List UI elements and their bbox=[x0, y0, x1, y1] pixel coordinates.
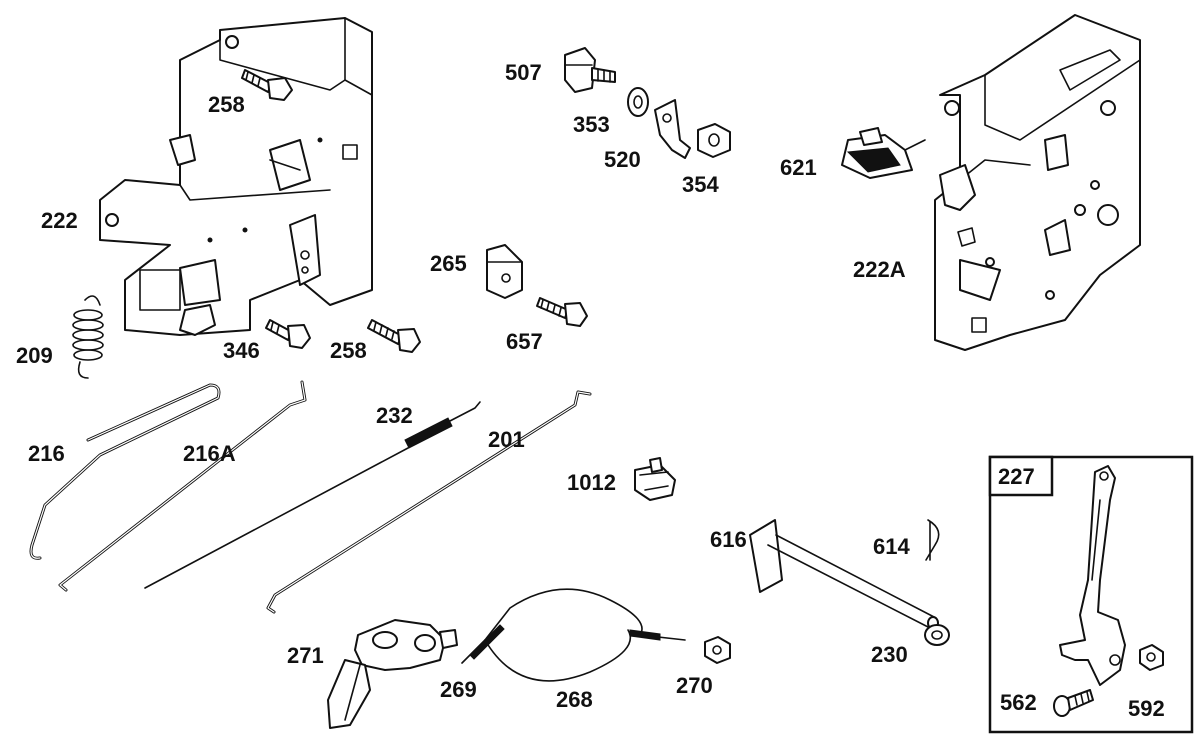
label-621: 621 bbox=[780, 155, 817, 180]
label-270: 270 bbox=[676, 673, 713, 698]
label-353: 353 bbox=[573, 112, 610, 137]
label-592: 592 bbox=[1128, 696, 1165, 721]
part-621-clip bbox=[841, 127, 926, 179]
label-616: 616 bbox=[710, 527, 747, 552]
inset-227-box bbox=[988, 455, 1194, 734]
part-353-star-washer bbox=[627, 87, 649, 117]
part-592-nut bbox=[1139, 644, 1164, 671]
label-227: 227 bbox=[998, 464, 1035, 489]
label-230: 230 bbox=[871, 642, 908, 667]
label-269: 269 bbox=[440, 677, 477, 702]
label-562: 562 bbox=[1000, 690, 1037, 715]
part-268-cable bbox=[461, 588, 686, 682]
label-258-upper: 258 bbox=[208, 92, 245, 117]
part-346-bolt bbox=[265, 319, 311, 349]
label-216A: 216A bbox=[183, 441, 236, 466]
label-201: 201 bbox=[488, 427, 525, 452]
label-354: 354 bbox=[682, 172, 719, 197]
part-216-governor-rod bbox=[29, 383, 221, 560]
part-271-control-lever bbox=[327, 619, 458, 729]
part-222-control-bracket bbox=[99, 17, 373, 336]
label-222: 222 bbox=[41, 208, 78, 233]
callout-labels: 258 222 209 346 258 507 353 520 354 621 … bbox=[16, 60, 1165, 721]
part-258-bolt-upper bbox=[241, 69, 293, 101]
part-657-bolt bbox=[536, 297, 588, 327]
label-216: 216 bbox=[28, 441, 65, 466]
part-354-hex-nut bbox=[697, 123, 731, 158]
label-258-lower: 258 bbox=[330, 338, 367, 363]
label-265: 265 bbox=[430, 251, 467, 276]
label-520: 520 bbox=[604, 147, 641, 172]
part-209-spring bbox=[72, 295, 104, 379]
label-209: 209 bbox=[16, 343, 53, 368]
label-268: 268 bbox=[556, 687, 593, 712]
part-232-spring-link bbox=[144, 401, 481, 589]
part-258-bolt-lower bbox=[367, 319, 421, 353]
label-271: 271 bbox=[287, 643, 324, 668]
label-346: 346 bbox=[223, 338, 260, 363]
part-201-throttle-rod bbox=[266, 390, 592, 614]
part-507-terminal-screw bbox=[564, 47, 616, 93]
part-520-terminal bbox=[654, 99, 691, 159]
label-232: 232 bbox=[376, 403, 413, 428]
part-270-nut bbox=[704, 636, 731, 664]
label-657: 657 bbox=[506, 329, 543, 354]
part-614-hairpin-clip bbox=[925, 519, 940, 561]
part-265-clip bbox=[486, 244, 523, 299]
part-1012-clip bbox=[634, 457, 676, 501]
part-216A-link-rod bbox=[58, 380, 307, 592]
label-1012: 1012 bbox=[567, 470, 616, 495]
label-614: 614 bbox=[873, 534, 910, 559]
part-222A-bracket bbox=[934, 14, 1141, 351]
label-507: 507 bbox=[505, 60, 542, 85]
part-230-washer bbox=[924, 624, 950, 646]
label-222A: 222A bbox=[853, 257, 906, 282]
part-616-shaft-assembly bbox=[749, 519, 939, 630]
part-562-screw bbox=[1053, 689, 1094, 717]
